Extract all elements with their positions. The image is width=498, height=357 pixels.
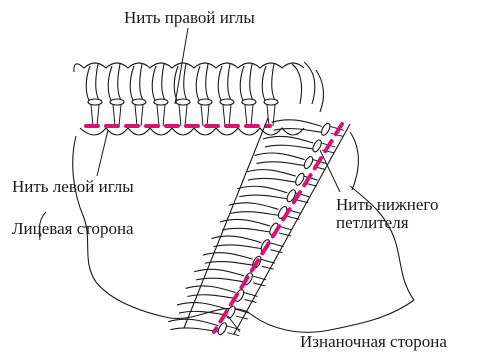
diagonal-stitch-upper-strand [272, 120, 322, 127]
top-loop-bar [88, 99, 102, 105]
diagonal-stitch-upper-strand [220, 219, 270, 226]
fabric-bottom-edge [170, 300, 414, 332]
top-loop-right-strand [272, 64, 276, 102]
diagonal-stitch-right-legs [244, 292, 258, 302]
top-loop-lower-legs [201, 105, 209, 126]
top-loop [196, 64, 212, 126]
diagonal-stitch-lower-strand [265, 145, 313, 149]
top-loop [152, 64, 168, 126]
diagonal-stitch-upper-strand [203, 253, 253, 260]
top-loop-left-strand [130, 66, 134, 102]
top-loop-right-strand [96, 64, 100, 102]
diagonal-stitch-upper-strand [229, 203, 279, 210]
top-loop [108, 64, 124, 126]
top-loop-left-strand [240, 66, 244, 102]
diagonal-stitch-lower-strand [274, 129, 322, 133]
diagonal-stitch-lower-strand [231, 212, 279, 216]
top-loop-left-strand [86, 66, 90, 102]
top-loop-right-strand [184, 64, 188, 102]
diagonal-stitch-lower-strand [188, 295, 236, 299]
top-loop-lower-legs [113, 105, 121, 126]
diagonal-stitch-lower-strand [213, 245, 261, 249]
top-loop-bar [154, 99, 168, 105]
diagonal-stitch-lower-strand [248, 178, 296, 182]
top-loop-left-strand [152, 66, 156, 102]
diagonal-stitch [220, 219, 292, 236]
diagonal-stitch-lower-strand [239, 195, 287, 199]
top-loop-bar [198, 99, 212, 105]
top-loop-bar [110, 99, 124, 105]
diagonal-stitch-upper-strand [263, 136, 313, 143]
top-loop-left-strand [218, 66, 222, 102]
diagonal-stitch [168, 319, 240, 336]
diagonal-stitch [194, 269, 266, 286]
diagonal-stitch-upper-strand [177, 303, 227, 310]
looper-thread-label-line2: петлителя [336, 214, 409, 231]
diagonal-stitch [211, 236, 283, 253]
leader-left-needle [97, 130, 108, 176]
right-needle-thread-label: Нить правой иглы [124, 9, 255, 26]
top-loop-lower-legs [135, 105, 143, 126]
looper-thread-label-line1: Нить нижнего [336, 196, 438, 213]
top-loop-bar [264, 99, 278, 105]
top-stitch-band [74, 63, 304, 135]
top-loop-lower-legs [91, 105, 99, 126]
top-loop-right-strand [118, 64, 122, 102]
diagonal-stitch-upper-strand [254, 153, 304, 160]
corner-loops [292, 62, 323, 112]
top-loop-lower-legs [223, 105, 231, 126]
top-loop-bar [220, 99, 234, 105]
diagonal-stitch-lower-strand [170, 328, 218, 332]
top-loop-bar [176, 99, 190, 105]
face-side-label: Лицевая сторона [12, 220, 134, 237]
back-side-label: Изнаночная сторона [300, 333, 447, 350]
top-loop-right-strand [162, 64, 166, 102]
diagonal-stitch-upper-strand [186, 286, 236, 293]
top-loop [130, 64, 146, 126]
top-loop-lower-legs [157, 105, 165, 126]
diagonal-stitch-bar [303, 155, 315, 169]
top-loop-right-strand [250, 64, 254, 102]
top-loop-right-strand [228, 64, 232, 102]
diagonal-stitch-upper-strand [237, 186, 287, 193]
diagonal-stitch-bar [320, 122, 332, 136]
diagonal-stitch-upper-strand [168, 319, 218, 326]
diagonal-stitch-upper-strand [194, 269, 244, 276]
diagonal-stitch-bar [311, 139, 323, 153]
top-loop [262, 64, 278, 126]
top-loop-right-strand [140, 64, 144, 102]
top-loop-lower-legs [267, 105, 275, 126]
top-loop [86, 64, 102, 126]
leader-back-side [228, 316, 240, 332]
top-loop [240, 64, 256, 126]
top-loop-bar [132, 99, 146, 105]
diagonal-stitch-upper-strand [246, 170, 296, 177]
diagonal-stitch-lower-strand [222, 228, 270, 232]
diagonal-stitch-lower-strand [256, 162, 304, 166]
leader-looper [320, 150, 340, 192]
top-loop-lower-legs [245, 105, 253, 126]
top-loop [218, 64, 234, 126]
top-band-upper-edge [74, 63, 304, 72]
top-loop-lower-legs [179, 105, 187, 126]
diagonal-stitch-band [168, 62, 350, 336]
diagonal-stitch [186, 286, 258, 303]
top-loop-left-strand [108, 66, 112, 102]
left-needle-thread-label: Нить левой иглы [12, 178, 134, 195]
top-loop-left-strand [196, 66, 200, 102]
top-band-lower-scallop [80, 128, 304, 135]
diagonal-stitch-right-legs [252, 276, 266, 286]
fabric-right-top-edge [350, 132, 359, 190]
top-loop-bar [242, 99, 256, 105]
top-loop-right-strand [206, 64, 210, 102]
diagonal-stitch-lower-strand [205, 262, 253, 266]
top-loop-left-strand [262, 66, 266, 102]
